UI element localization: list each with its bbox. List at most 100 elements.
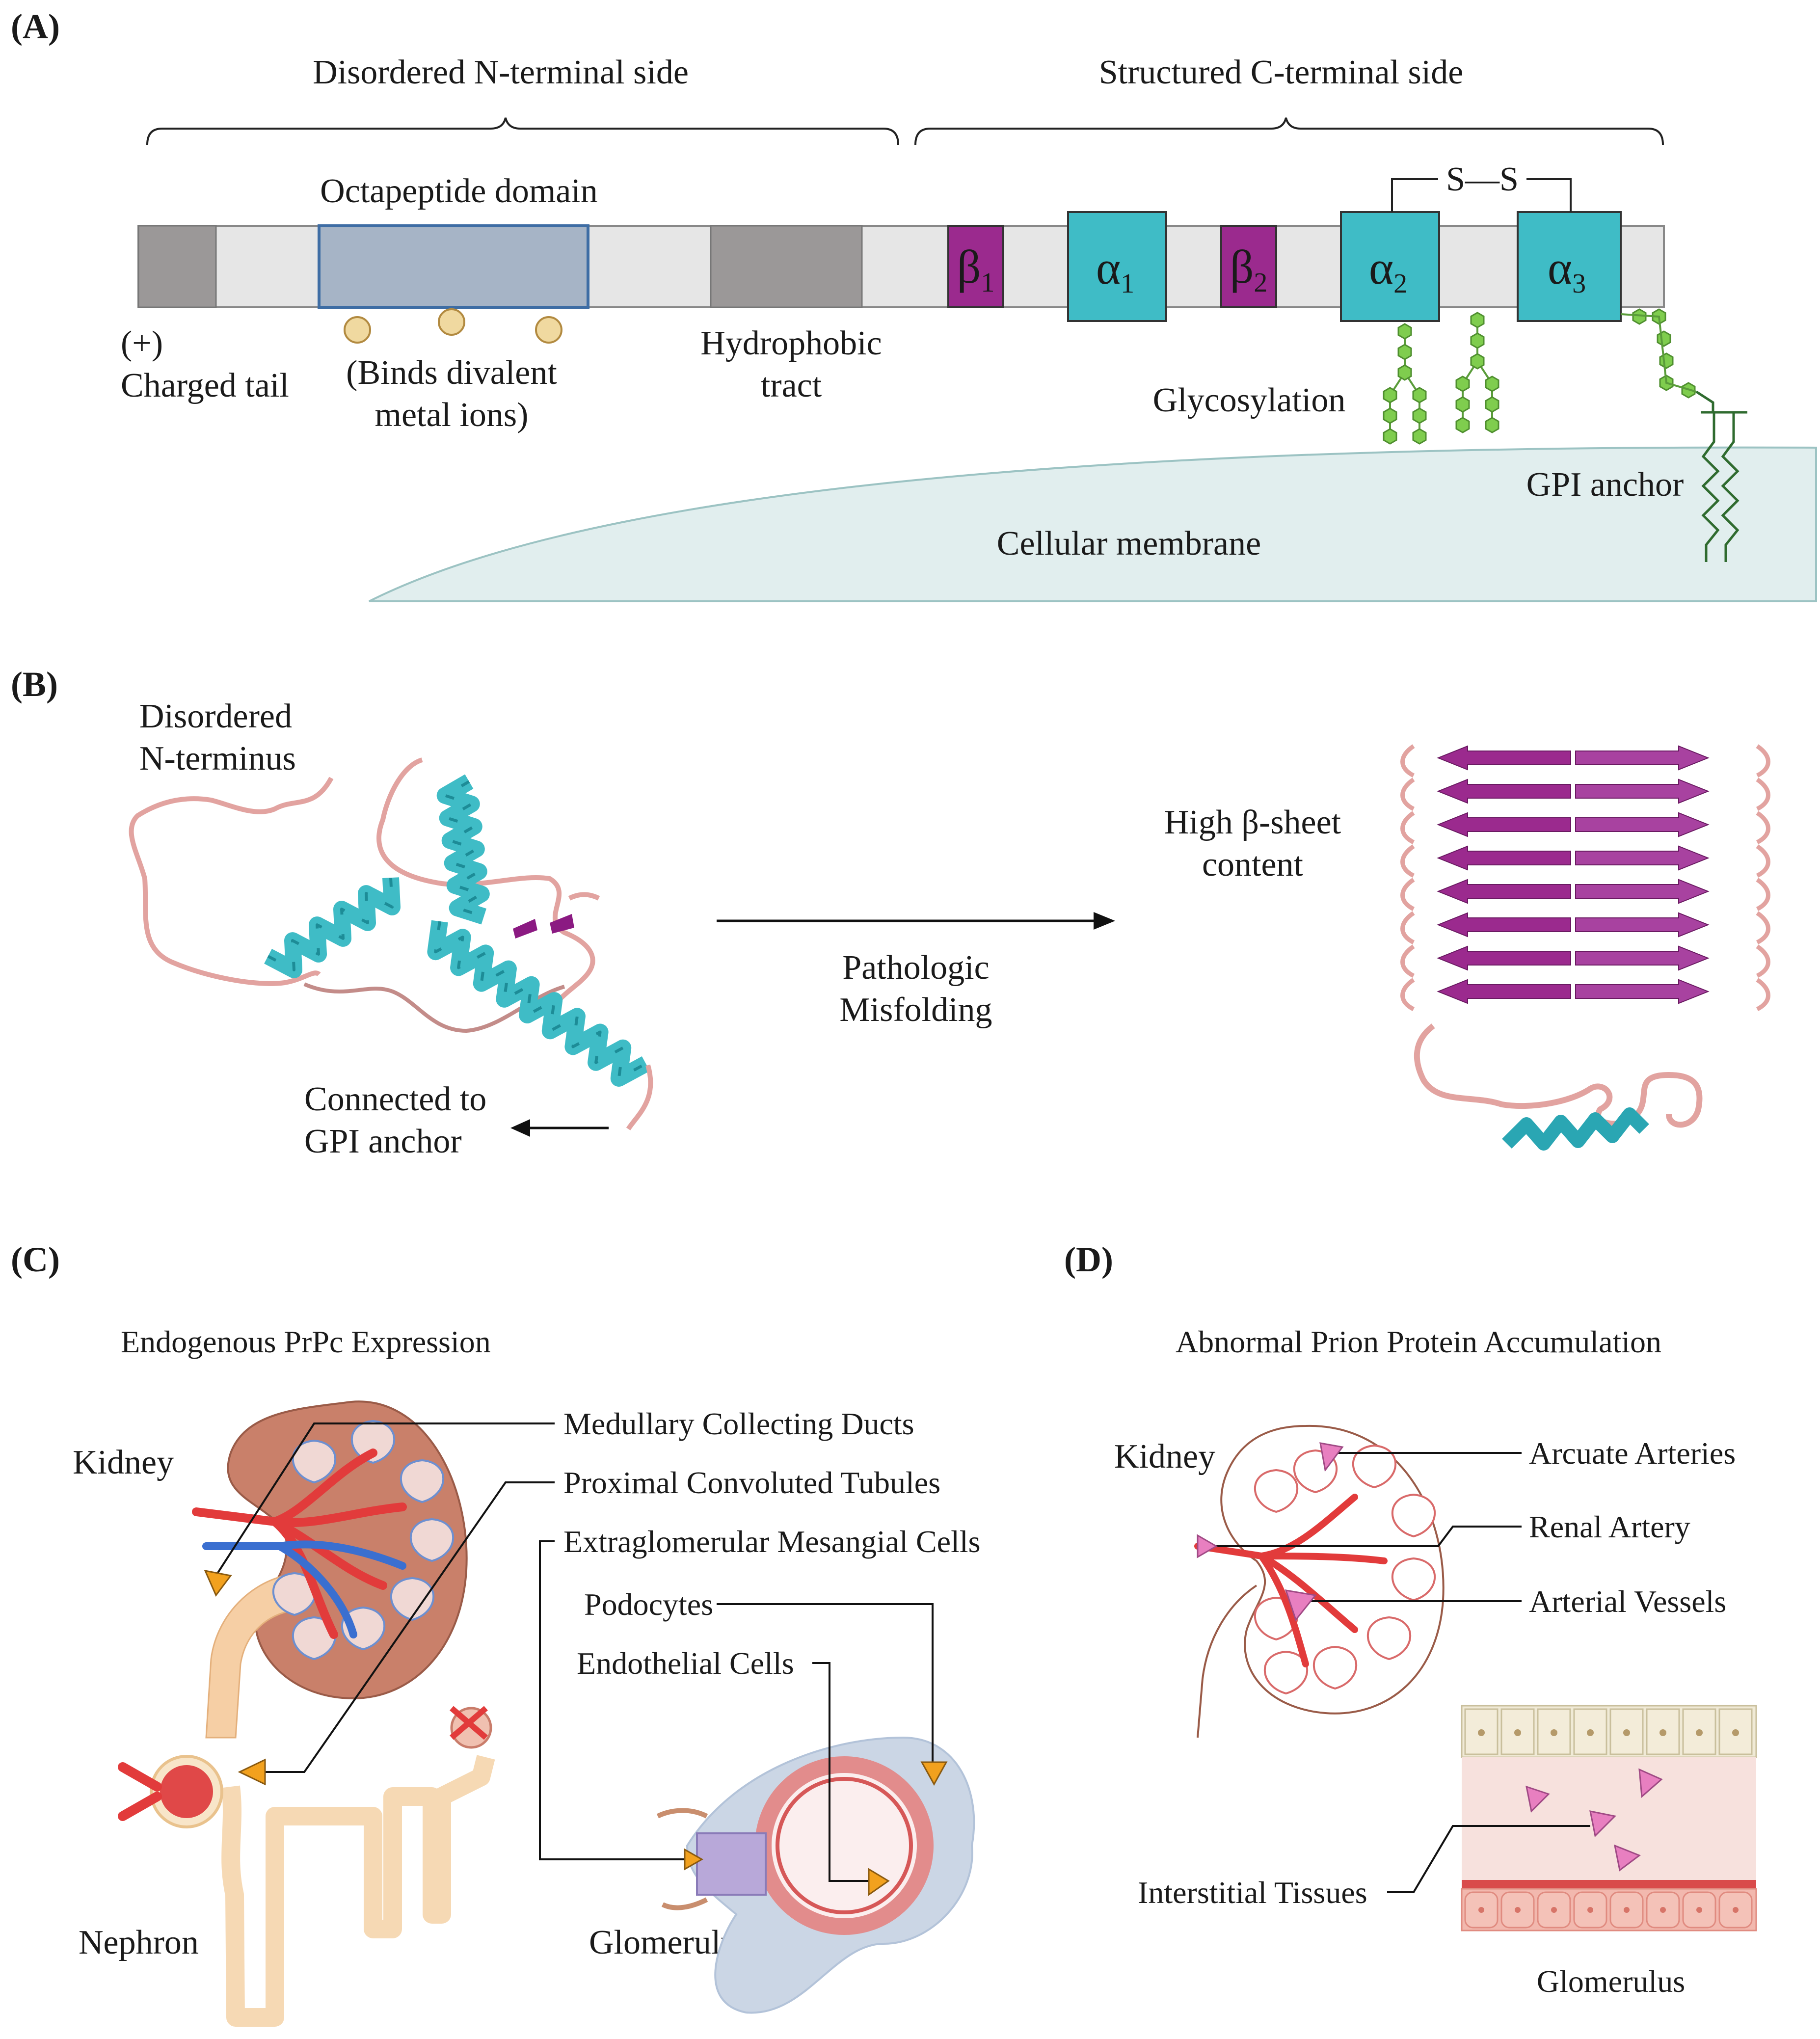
disulfide-bond-line bbox=[1391, 178, 1572, 212]
glycan-sugar bbox=[1397, 344, 1412, 360]
marker-interstitial-2 bbox=[1589, 1810, 1617, 1838]
marker-interstitial-3 bbox=[1638, 1768, 1663, 1798]
marker-interstitial-4 bbox=[1613, 1844, 1641, 1872]
hydrophobic-label-2: tract bbox=[761, 367, 822, 404]
renal-pyramid bbox=[1366, 1616, 1412, 1661]
charged-tail-label: Charged tail bbox=[121, 367, 289, 404]
endothelial-nucleus bbox=[1660, 1907, 1666, 1913]
sheet-turn-coil bbox=[1400, 811, 1770, 845]
epithelial-nucleus bbox=[1696, 1729, 1703, 1736]
renal-pyramid bbox=[1254, 1469, 1299, 1513]
proximal-label: Proximal Convoluted Tubules bbox=[563, 1465, 940, 1500]
alpha2-label: α2 bbox=[1369, 241, 1407, 299]
arcuate-label: Arcuate Arteries bbox=[1529, 1436, 1736, 1471]
nephron-illustration bbox=[118, 1706, 495, 2027]
gpi-glycan-bond bbox=[1620, 313, 1697, 393]
glycan-sugar bbox=[1412, 428, 1427, 445]
callout-endothelial bbox=[812, 1662, 883, 1882]
epithelial-nucleus bbox=[1478, 1729, 1485, 1736]
metal-ion-1 bbox=[344, 316, 371, 344]
endothelial-nucleus bbox=[1696, 1907, 1702, 1913]
short-beta-strand-1 bbox=[513, 919, 537, 939]
beta-strand-left bbox=[1437, 945, 1571, 971]
c-terminal-side-label: Structured C-terminal side bbox=[1099, 54, 1464, 91]
marker-podocytes bbox=[920, 1761, 948, 1786]
misfolded-helix bbox=[1502, 1107, 1649, 1151]
loop-coil-3 bbox=[303, 982, 565, 1033]
glycan-sugar bbox=[1383, 428, 1397, 445]
epithelial-nucleus bbox=[1551, 1729, 1557, 1736]
panel-a-label: (A) bbox=[11, 7, 60, 46]
helix-2-shade bbox=[267, 877, 394, 971]
glycan-sugar bbox=[1412, 407, 1427, 424]
medullary-label: Medullary Collecting Ducts bbox=[563, 1406, 914, 1441]
membrane-label: Cellular membrane bbox=[997, 525, 1261, 563]
distal-arteriole bbox=[450, 1706, 488, 1740]
endothelial-nucleus bbox=[1551, 1907, 1557, 1913]
renal-pyramid bbox=[272, 1572, 317, 1616]
misfolding-label-2: Misfolding bbox=[839, 991, 992, 1029]
callout-renal bbox=[1207, 1526, 1522, 1547]
mesangial-block bbox=[696, 1832, 767, 1896]
n-terminal-brace bbox=[146, 117, 899, 145]
marker-renal bbox=[1197, 1534, 1218, 1558]
callout-mesangial bbox=[539, 1540, 697, 1860]
glycan-sugar bbox=[1485, 376, 1499, 392]
basement-membrane bbox=[1462, 1880, 1756, 1889]
metal-label-2: metal ions) bbox=[375, 396, 529, 434]
beta-strand-left bbox=[1437, 979, 1571, 1004]
endothelial-label: Endothelial Cells bbox=[577, 1646, 794, 1681]
endothelial-cells bbox=[1464, 1891, 1753, 1929]
renal-pyramid bbox=[1391, 1557, 1436, 1602]
octapeptide-label: Octapeptide domain bbox=[320, 172, 598, 210]
gpi-anchor-linker bbox=[1695, 390, 1747, 414]
sheet-turn-coil bbox=[1400, 778, 1770, 811]
epithelial-nucleus bbox=[1514, 1729, 1521, 1736]
misfolded-c-coil bbox=[1414, 1023, 1703, 1128]
epithelial-cell bbox=[1500, 1708, 1535, 1755]
nephron-tubule bbox=[221, 1755, 495, 2027]
beta2-box bbox=[1220, 225, 1277, 308]
glycosylation-label: Glycosylation bbox=[1153, 381, 1346, 419]
metal-ion-2 bbox=[438, 308, 465, 336]
n-terminal-side-label: Disordered N-terminal side bbox=[313, 54, 689, 91]
helix-1 bbox=[436, 774, 490, 925]
alpha3-box bbox=[1517, 211, 1622, 322]
callout-podocytes bbox=[717, 1603, 934, 1762]
callout-interstitial bbox=[1387, 1825, 1590, 1893]
sheet-turn-coil bbox=[1400, 844, 1770, 878]
disordered-label-2: N-terminus bbox=[139, 740, 296, 778]
endothelial-nucleus bbox=[1515, 1907, 1521, 1913]
glomerulus-illustration-c bbox=[656, 1736, 975, 2014]
capillary-inner bbox=[776, 1777, 913, 1914]
c-terminal-tail bbox=[626, 1064, 653, 1130]
mesangial-label: Extraglomerular Mesangial Cells bbox=[563, 1524, 981, 1559]
helix-3 bbox=[427, 920, 650, 1087]
sheet-turn-coil bbox=[1400, 944, 1770, 978]
misfolding-label-1: Pathologic bbox=[842, 949, 989, 987]
sheet-turn-coil bbox=[1400, 878, 1770, 912]
beta2-label: β2 bbox=[1230, 241, 1268, 298]
connected-label-2: GPI anchor bbox=[304, 1123, 462, 1160]
beta-sheet-stack bbox=[1400, 744, 1770, 1012]
marker-proximal bbox=[238, 1758, 266, 1786]
renal-pyramid bbox=[409, 1518, 455, 1562]
beta-strand-right bbox=[1575, 812, 1710, 837]
beta-strand-left bbox=[1437, 812, 1571, 837]
gpi-glycan-sugar bbox=[1632, 308, 1647, 325]
marker-medullary bbox=[204, 1569, 232, 1597]
alpha1-label: α1 bbox=[1096, 241, 1134, 299]
panel-c-kidney-label: Kidney bbox=[73, 1444, 174, 1481]
marker-interstitial-1 bbox=[1526, 1785, 1550, 1813]
gpi-glycan-sugar bbox=[1657, 330, 1671, 347]
renal-pyramid bbox=[292, 1616, 337, 1661]
panel-d-label: (D) bbox=[1064, 1240, 1113, 1279]
beta1-label: β1 bbox=[957, 241, 995, 298]
glycan-sugar bbox=[1470, 353, 1485, 370]
hydrophobic-tract-block bbox=[710, 225, 863, 308]
renal-pyramid bbox=[1352, 1444, 1397, 1489]
hydrophobic-label-1: Hydrophobic bbox=[700, 324, 882, 362]
ureter-d bbox=[1197, 1584, 1258, 1738]
beta-strand-right bbox=[1575, 778, 1710, 804]
epithelial-cells bbox=[1464, 1708, 1753, 1755]
